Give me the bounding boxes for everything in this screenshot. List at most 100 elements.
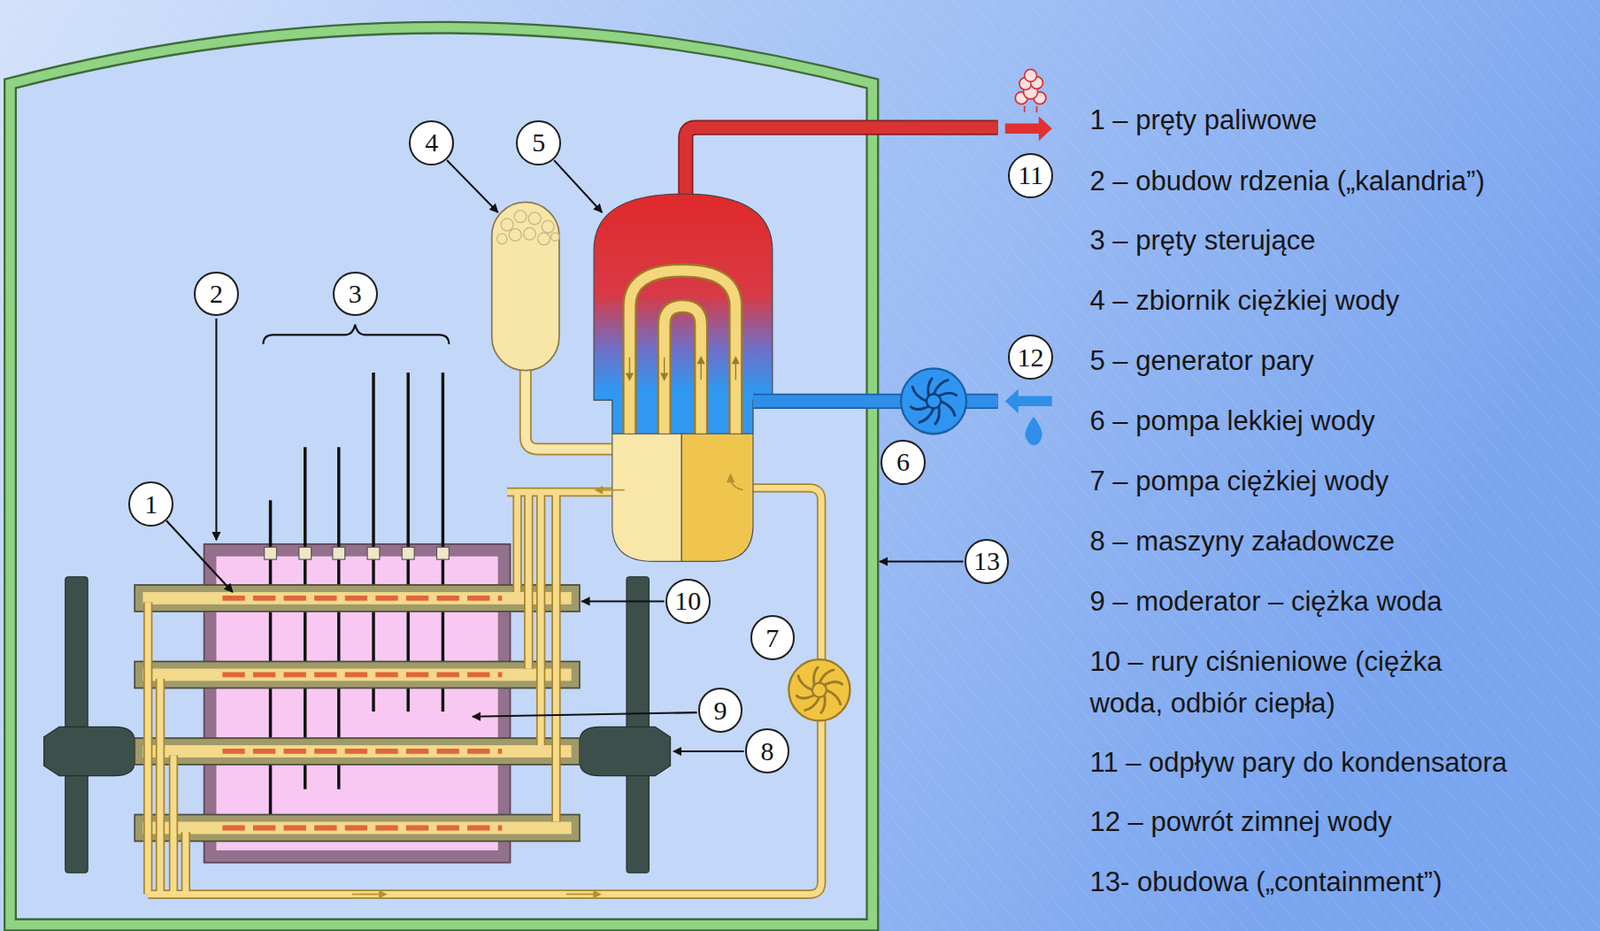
light-water-pump-part: [900, 368, 967, 434]
fuel-rods: [222, 598, 502, 829]
feedwater-line-part: [1005, 388, 1053, 414]
fuel-machines: [44, 576, 671, 874]
callout-number: 8: [745, 728, 791, 774]
leader-lines-part: [553, 160, 602, 213]
light-water-pump-part-part: [933, 379, 949, 394]
callout-text: 1: [144, 491, 158, 518]
light-water-pump-part-part: [940, 400, 955, 416]
steam-line-part: [1015, 69, 1047, 112]
light-water-pump-part-part: [912, 385, 927, 401]
callout-text: 13: [973, 547, 1000, 575]
flow-arrows-part: [352, 893, 380, 896]
steam-generator-part-part: [595, 486, 602, 493]
leader-lines-part: [215, 318, 217, 540]
feedwater-line-part: [1024, 416, 1042, 446]
legend-text: 12 – powrót zimnej wody: [1089, 801, 1392, 844]
control-rods-part: [371, 372, 375, 712]
steam-generator-part: [629, 270, 736, 435]
legend-text: 1 – pręty paliwowe: [1089, 100, 1317, 142]
steam-generator-part-part: [661, 373, 668, 380]
steam-generator-part-part: [727, 474, 734, 482]
pressure-tubes: [134, 584, 580, 842]
rod-guides-part: [299, 546, 312, 560]
callout-text: 3: [348, 280, 362, 308]
callout-number: 6: [880, 439, 926, 485]
pressurizer-part-part: [523, 227, 537, 240]
callout-number: 2: [193, 271, 239, 317]
light-water-pump-part-part: [910, 406, 930, 409]
containment-part: [10, 27, 873, 925]
pressurizer-part-part: [538, 232, 551, 246]
steam-generator-part: [629, 270, 736, 435]
rod-guides-part: [332, 546, 346, 560]
callout-text: 5: [531, 129, 546, 156]
leader-lines-part: [472, 712, 698, 717]
light-water-pump-part-part: [928, 377, 933, 397]
steam-generator-part-part: [698, 357, 705, 364]
heavy-water-pump-part-part: [824, 682, 844, 685]
callout-number: 9: [698, 687, 744, 733]
pressure-tubes-part: [142, 745, 571, 758]
legend-text: 6 – pompa lekkiej wody: [1089, 400, 1375, 443]
rod-guides-part: [437, 546, 450, 560]
steam-generator-part-part: [626, 373, 633, 380]
light-water-pump-part: [926, 393, 941, 408]
rod-guides-part: [264, 546, 277, 560]
callout-number: 13: [964, 538, 1010, 585]
fuel-machines-part: [44, 726, 136, 776]
fuel-machines-part: [65, 576, 88, 874]
containment-part: [10, 27, 873, 925]
pressurizer-part-part: [528, 212, 541, 225]
steam-generator-part-part: [601, 489, 624, 492]
containment: [10, 27, 873, 925]
heavy-water-pump-part-part: [798, 674, 813, 690]
heavy-water-pipes-part: [507, 492, 613, 823]
legend-text: 4 – zbiornik ciężkiej wody: [1089, 280, 1400, 323]
pressure-tubes-part: [142, 669, 571, 682]
steam-generator-part: [593, 193, 773, 434]
steam-line-part-part: [1023, 106, 1026, 113]
callout-text: 10: [674, 587, 701, 615]
rod-guides: [264, 546, 450, 560]
leader-lines-part: [581, 600, 664, 602]
rod-guides-part: [367, 546, 380, 560]
pressurizer-part: [497, 210, 560, 246]
heavy-water-pipes: [147, 369, 822, 895]
light-water-pump-part-part: [934, 406, 939, 425]
heavy-water-pump-part: [812, 683, 827, 698]
steam-generator-part: [626, 357, 739, 380]
heavy-water-pump-part-part: [795, 695, 815, 699]
fuel-rods-part: [222, 595, 502, 601]
steam-generator: [593, 193, 773, 562]
steam-generator-part: [595, 474, 743, 493]
leader-lines-part: [879, 560, 964, 562]
heavy-water-pump-part-part: [826, 690, 841, 706]
light-water-pump-part: [910, 377, 958, 425]
pressurizer-part-part: [508, 228, 522, 241]
pressure-tubes-part: [142, 822, 571, 835]
steam-line: [685, 69, 1053, 199]
heavy-water-pump-part: [788, 659, 850, 721]
callout-number: 4: [408, 120, 454, 166]
steam-generator-part-part: [732, 357, 739, 364]
legend-text: 8 – maszyny załadowcze: [1089, 521, 1395, 563]
steam-line-part-part: [1036, 106, 1039, 113]
fuel-machines-part: [626, 576, 649, 874]
pressure-tubes-part: [134, 661, 580, 688]
heavy-water-pump-part-part: [814, 666, 819, 685]
pressure-tubes-part: [134, 738, 580, 765]
legend-text: 11 – odpływ pary do kondensatora: [1089, 742, 1508, 785]
pressurizer-part-part: [514, 210, 527, 224]
callout-number: 10: [665, 578, 711, 624]
legend-text: 13- obudowa („containment”): [1089, 861, 1442, 904]
leader-lines-part: [166, 520, 233, 593]
steam-line-part: [685, 127, 999, 200]
fuel-rods-part: [222, 672, 502, 678]
pressurizer-part: [492, 201, 560, 370]
pressure-tubes-part: [134, 815, 580, 842]
heavy-water-pipes-part: [507, 492, 613, 823]
legend-text: 2 – obudow rdzenia („kalandria”): [1089, 161, 1485, 203]
